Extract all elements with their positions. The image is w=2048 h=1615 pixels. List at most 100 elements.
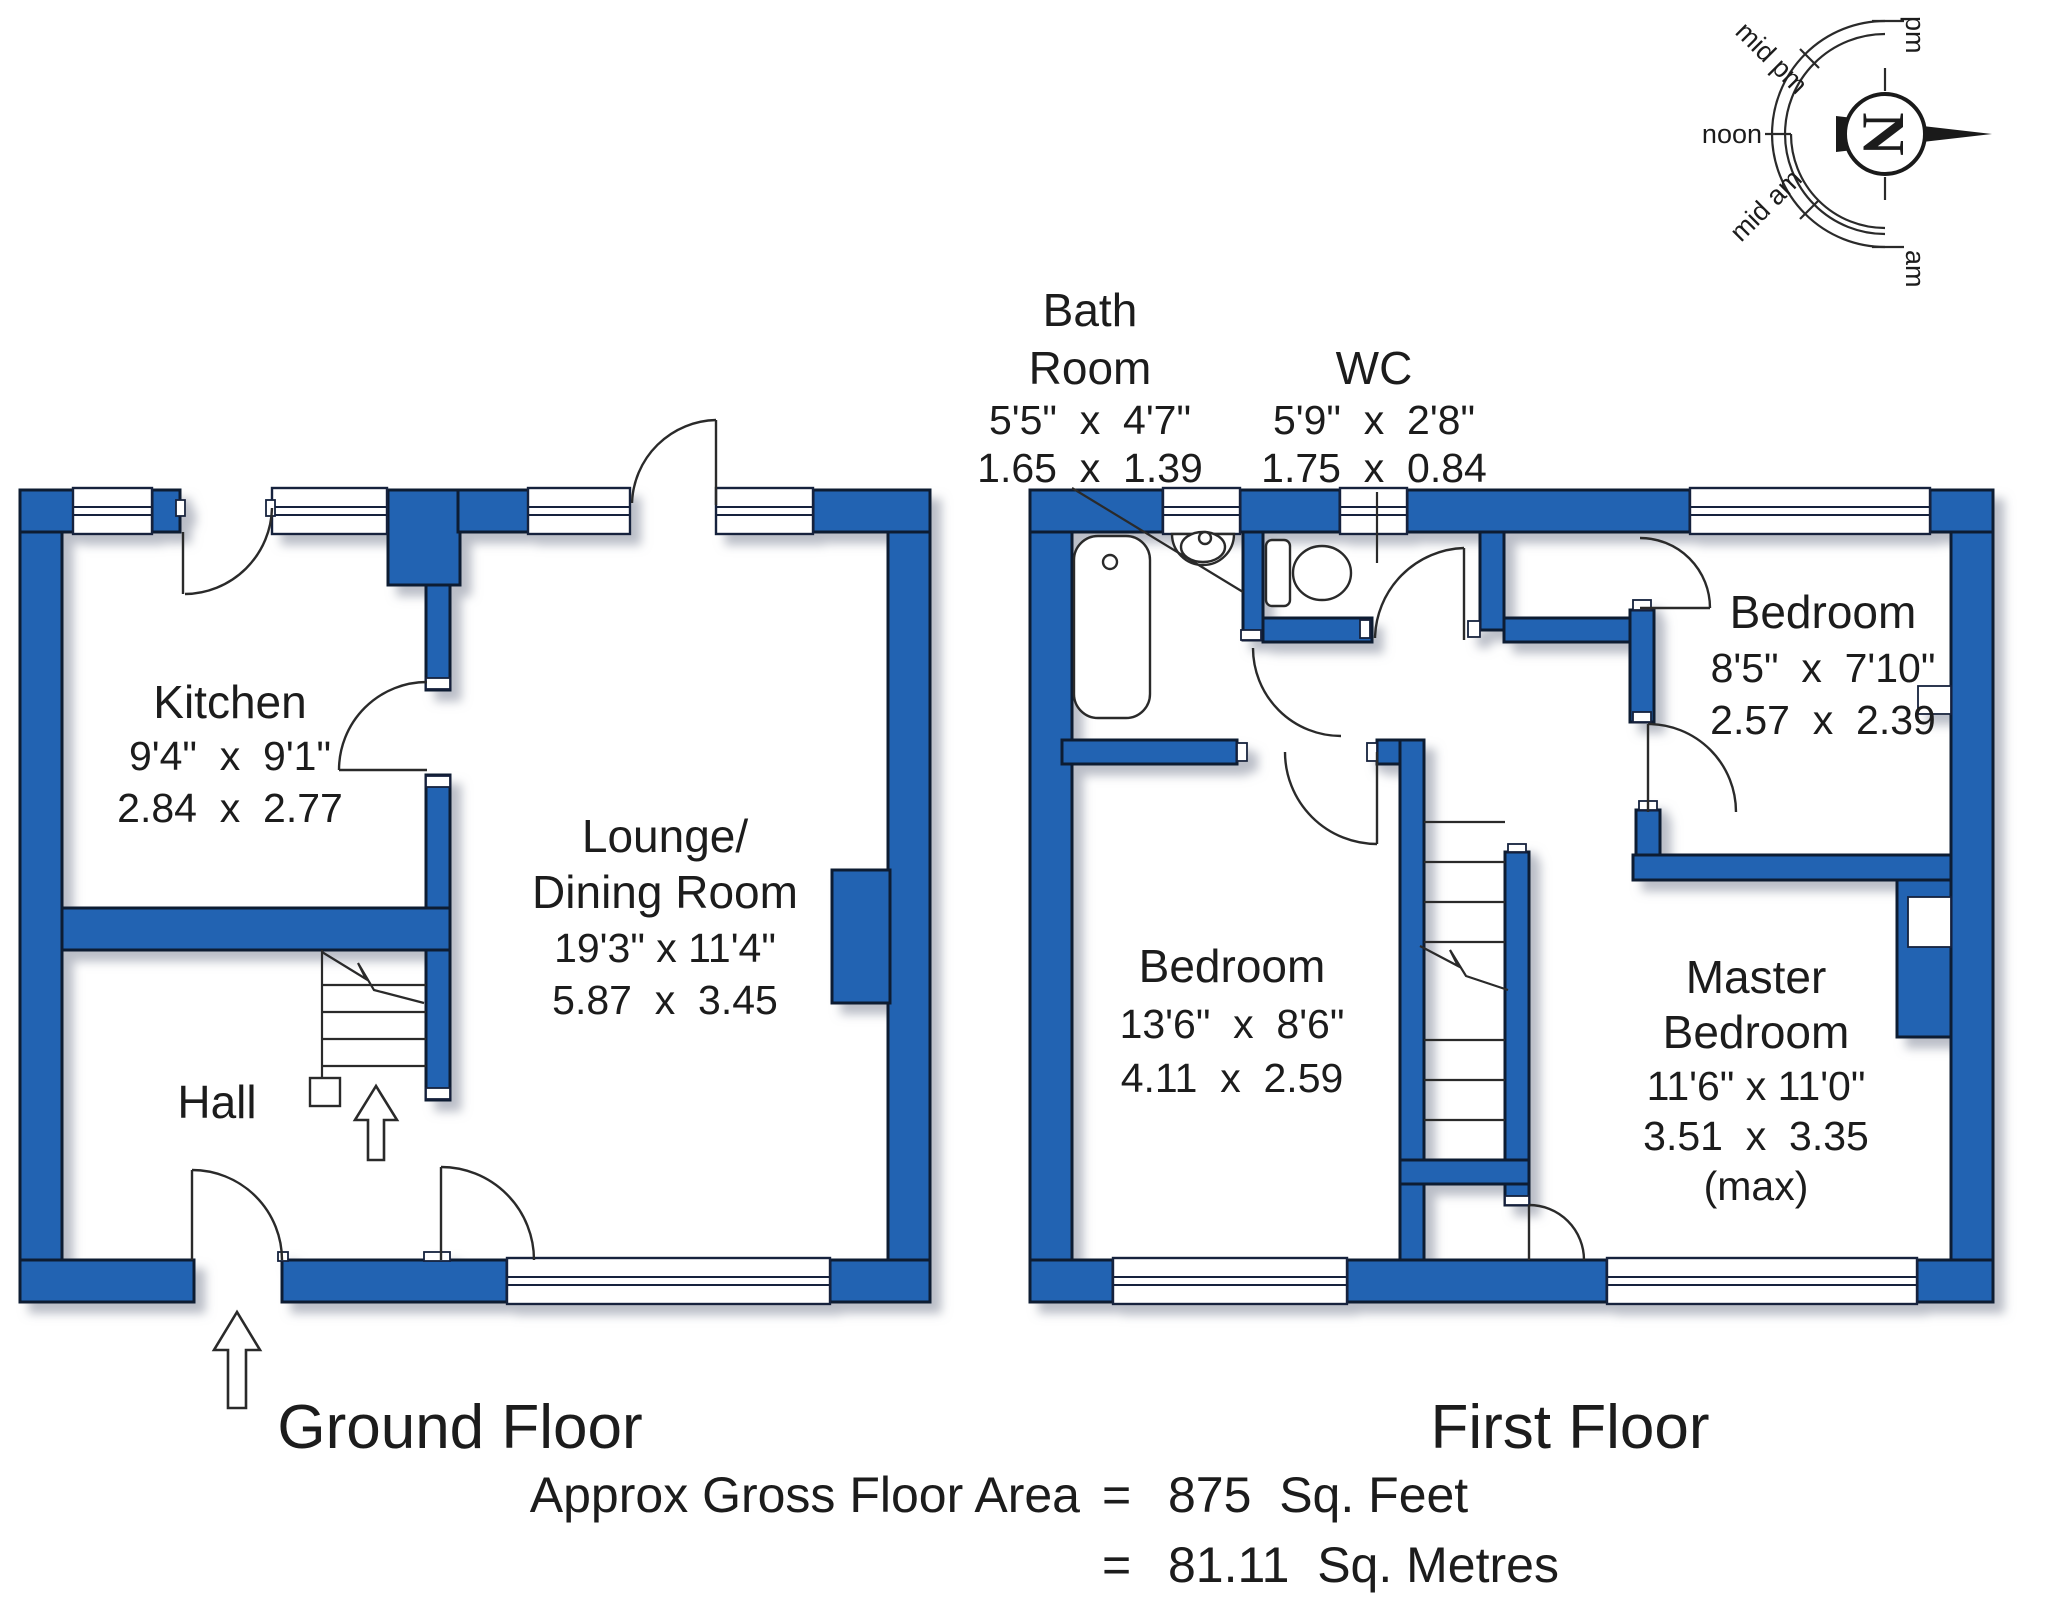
- door-jamb-cap: [1467, 620, 1481, 638]
- ground-floor-title: Ground Floor: [277, 1393, 642, 1462]
- sink-tap-icon: [1197, 530, 1213, 546]
- room-dims-metric: 1.75 x 0.84: [1261, 445, 1487, 491]
- door-swing-arc: [191, 1168, 284, 1261]
- room-label-hall: Hall: [177, 1076, 256, 1128]
- door-swing-arc: [337, 680, 428, 771]
- door-jamb-cap: [1504, 1195, 1530, 1206]
- wall-segment: [1238, 488, 1342, 534]
- room-label-bathroom-line1: Bath: [1043, 284, 1138, 336]
- first-floor-walls: [1028, 486, 1995, 1306]
- room-dims-imperial: 11'6" x 11'0": [1647, 1063, 1866, 1109]
- door-jamb-cap: [1236, 742, 1248, 762]
- ground-floor-plan: Kitchen 9'4" x 9'1" 2.84 x 2.77 Lounge/ …: [18, 418, 932, 1462]
- door-jamb-cap: [425, 677, 451, 690]
- door-swing-arc: [1283, 751, 1378, 846]
- wall-segment: [456, 488, 532, 534]
- room-label-kitchen: Kitchen: [153, 676, 306, 728]
- wall-segment: [1028, 488, 1165, 534]
- room-dims-imperial: 13'6" x 8'6": [1120, 1001, 1345, 1047]
- first-floor-labels: Bath Room 5'5" x 4'7" 1.65 x 1.39 WC 5'9…: [977, 284, 1936, 1462]
- area-label: Approx Gross Floor Area: [530, 1467, 1080, 1523]
- room-label-master-line1: Master: [1686, 951, 1827, 1003]
- window: [270, 486, 389, 536]
- room-dims-metric: 1.65 x 1.39: [977, 445, 1203, 491]
- door-jamb-cap: [1507, 843, 1527, 853]
- room-dims-imperial: 8'5" x 7'10": [1711, 645, 1936, 691]
- wall-segment: [1060, 738, 1239, 766]
- window: [1688, 486, 1932, 536]
- wall-segment: [1028, 1258, 1115, 1304]
- room-dims-metric: 4.11 x 2.59: [1121, 1055, 1344, 1101]
- room-dims-imperial: 9'4" x 9'1": [129, 733, 331, 779]
- room-dims-metric: 2.57 x 2.39: [1710, 697, 1936, 743]
- window: [526, 486, 632, 536]
- compass-rose: N pm mid pm noon mid am am: [1702, 16, 1992, 288]
- stair-break-line: [321, 951, 425, 1005]
- first-floor-stairs: [1419, 820, 1509, 1122]
- wall-segment: [18, 488, 77, 534]
- door-jamb-cap: [1632, 599, 1652, 611]
- window: [714, 486, 815, 536]
- chimney-pier: [830, 868, 892, 1005]
- wall-segment: [386, 488, 462, 587]
- door-swing-arc: [1251, 647, 1342, 738]
- ground-floor-doors: [181, 418, 718, 1261]
- room-dims-metric: 2.84 x 2.77: [117, 785, 343, 831]
- room-label-bedroom-right: Bedroom: [1730, 586, 1917, 638]
- door-jamb-cap: [1359, 619, 1371, 639]
- window: [505, 1256, 832, 1306]
- wall-segment: [1241, 530, 1265, 642]
- ground-floor-labels: Kitchen 9'4" x 9'1" 2.84 x 2.77 Lounge/ …: [117, 676, 798, 1462]
- door-swing-arc: [1639, 536, 1712, 609]
- sun-label-mid-am: mid am: [1724, 163, 1808, 247]
- bathroom-fixtures: [1072, 530, 1353, 720]
- compass-circle: [1843, 92, 1927, 176]
- wall-segment: [1345, 1258, 1609, 1304]
- wall-segment: [60, 906, 452, 952]
- window: [1111, 1256, 1349, 1306]
- wall-segment: [18, 1258, 196, 1304]
- first-floor-doors: [1251, 536, 1738, 1261]
- door-swing-arc: [1373, 546, 1465, 639]
- door-jamb-cap: [1366, 742, 1378, 762]
- wall-segment: [886, 488, 932, 1304]
- room-label-bedroom-left: Bedroom: [1139, 940, 1326, 992]
- sun-tick-midpm: [1799, 48, 1820, 69]
- wall-segment: [18, 488, 64, 1304]
- wall-segment: [1634, 808, 1662, 857]
- area-imperial-value: 875 Sq. Feet: [1168, 1467, 1468, 1523]
- door-swing-arc: [630, 418, 717, 504]
- wall-segment: [1628, 608, 1656, 724]
- ground-floor-walls: [18, 486, 932, 1306]
- compass-north-label: N: [1850, 112, 1916, 155]
- stair-break-line: [1419, 945, 1509, 992]
- wall-segment: [280, 1258, 509, 1304]
- door-jamb-cap: [425, 775, 451, 788]
- wall-segment: [1261, 616, 1374, 644]
- room-dims-imperial: 5'5" x 4'7": [989, 397, 1191, 443]
- wall-segment: [1398, 1158, 1531, 1186]
- first-floor-title: First Floor: [1431, 1393, 1710, 1462]
- room-label-bathroom-line2: Room: [1029, 342, 1152, 394]
- sun-label-noon: noon: [1702, 119, 1762, 149]
- room-dims-imperial: 19'3" x 11'4": [554, 925, 776, 971]
- bathtub-drain-icon: [1101, 553, 1119, 571]
- wall-segment: [1405, 488, 1692, 534]
- window: [1161, 486, 1242, 536]
- room-label-master-line2: Bedroom: [1663, 1006, 1850, 1058]
- wall-alcove: [1917, 685, 1952, 715]
- toilet-cistern-icon: [1264, 538, 1292, 608]
- door-swing-arc: [1528, 1203, 1586, 1261]
- wall-segment: [1915, 1258, 1995, 1304]
- entrance-arrow-icon: [211, 1309, 263, 1410]
- wall-segment: [1631, 853, 1953, 882]
- room-label-wc: WC: [1336, 342, 1413, 394]
- sun-label-am: am: [1900, 250, 1930, 288]
- wall-segment: [811, 488, 932, 534]
- wall-segment: [424, 583, 452, 692]
- window: [1605, 1256, 1919, 1306]
- wall-segment: [1028, 488, 1074, 1304]
- sun-tick-midam: [1799, 199, 1820, 220]
- room-dims-imperial: 5'9" x 2'8": [1273, 397, 1475, 443]
